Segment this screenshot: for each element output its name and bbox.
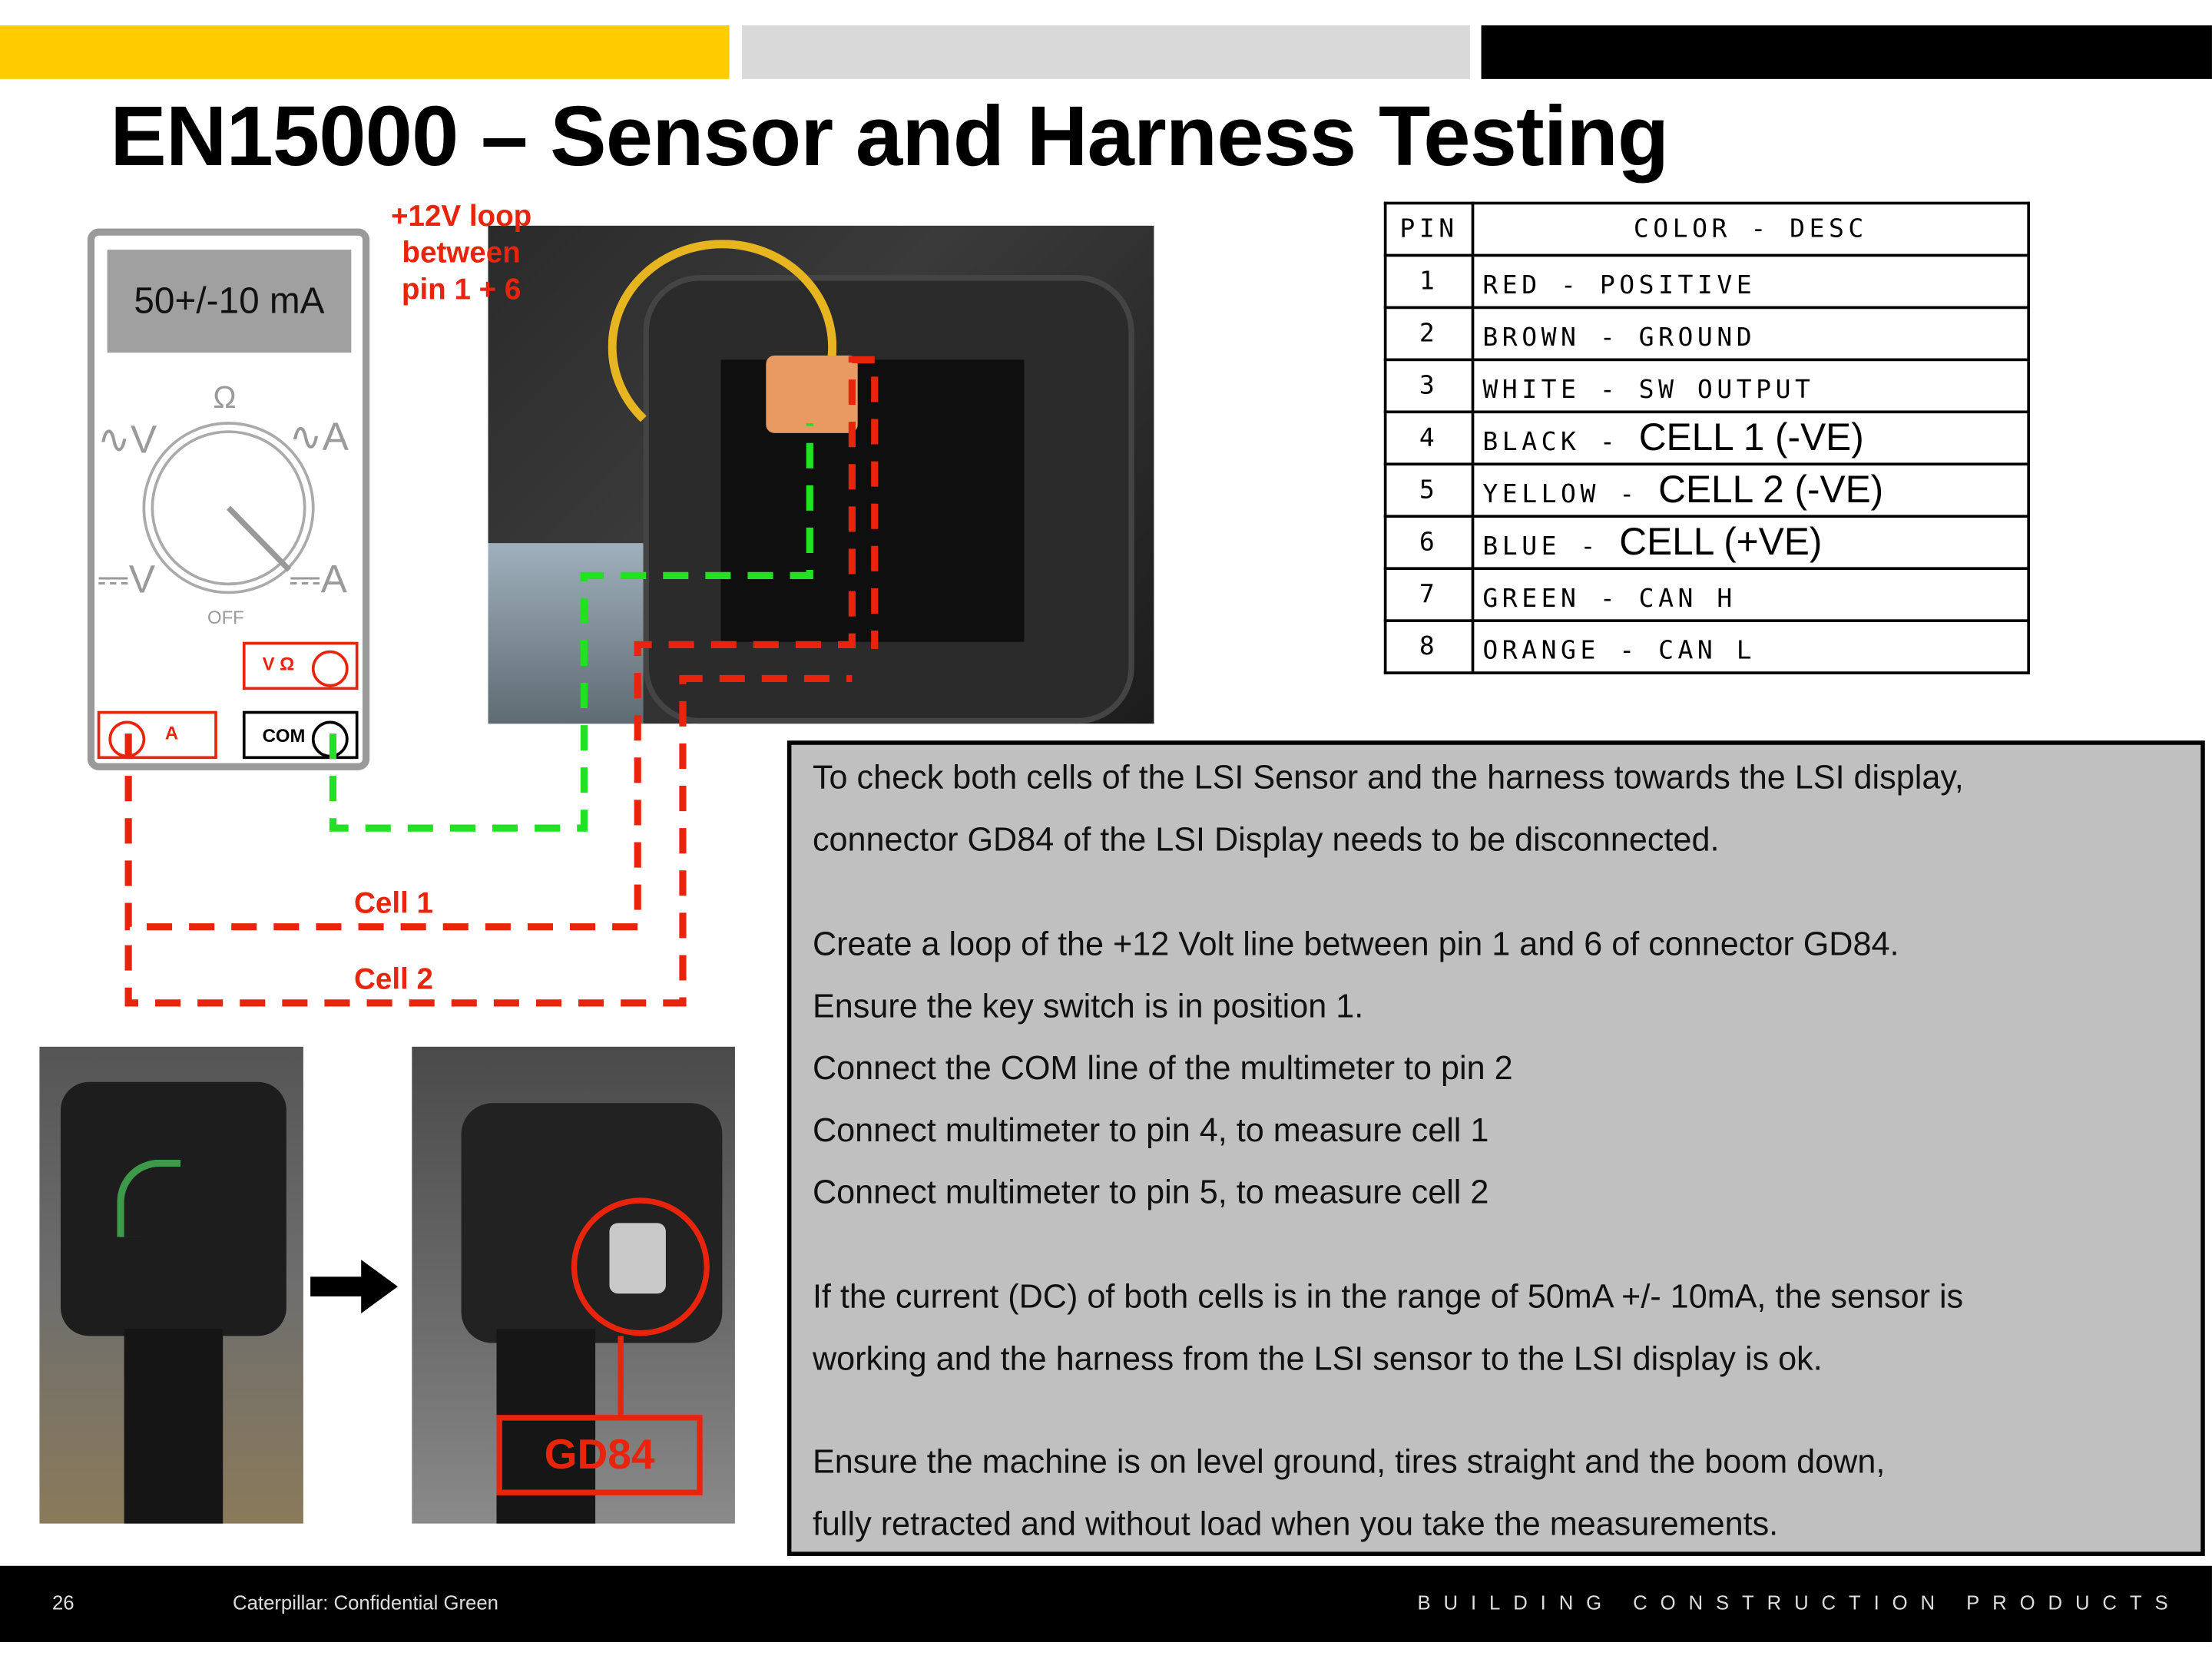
gd84-label-box: GD84 [496, 1415, 703, 1495]
disconnected-connector-photo: GD84 [412, 1046, 735, 1524]
slide-title: EN15000 – Sensor and Harness Testing [110, 88, 1669, 184]
pin-description: RED - POSITIVE [1471, 253, 2031, 310]
pin-description: ORANGE - CAN L [1471, 619, 2031, 674]
loop-note: +12V loop between pin 1 + 6 [390, 200, 532, 306]
port-v-ohm: V Ω [242, 641, 359, 690]
pin-number: 8 [1383, 619, 1475, 674]
pin-function: CELL 1 (-VE) [1638, 416, 1864, 459]
instruction-line: fully retracted and without load when yo… [812, 1505, 1779, 1542]
pin-color: BLUE - [1482, 531, 1620, 562]
instruction-line: Create a loop of the +12 Volt line betwe… [812, 925, 1899, 962]
footer: 26 Caterpillar: Confidential Green BUILD… [0, 1565, 2212, 1642]
multimeter: 50+/-10 mA Ω ∿V ∿A ⎓V ⎓A OFF V Ω A COM [87, 228, 370, 770]
pin-color: RED - POSITIVE [1482, 270, 1757, 301]
ohm-label: Ω [213, 379, 237, 415]
pin-number: 1 [1383, 253, 1475, 310]
pin-color: WHITE - SW OUTPUT [1482, 375, 1815, 406]
header-bar-black [1481, 25, 2212, 79]
dc-amp-label: ⎓A [289, 557, 347, 601]
pin-color: BROWN - GROUND [1482, 323, 1757, 353]
instruction-line: Connect multimeter to pin 4, to measure … [812, 1111, 1489, 1149]
cell1-wire [124, 356, 879, 931]
pin-function: CELL (+VE) [1619, 520, 1823, 563]
classification: Caterpillar: Confidential Green [233, 1591, 498, 1614]
multimeter-display: 50+/-10 mA [107, 250, 352, 353]
header-bar-yellow [0, 25, 730, 79]
header-pin: PIN [1383, 201, 1475, 257]
dial-icon [142, 422, 315, 594]
instruction-line: If the current (DC) of both cells is in … [812, 1278, 1964, 1315]
pin-color: BLACK - [1482, 427, 1639, 458]
pin-color: GREEN - CAN H [1482, 584, 1737, 614]
pin-description: YELLOW - CELL 2 (-VE) [1471, 462, 2031, 518]
pin-function: CELL 2 (-VE) [1658, 468, 1884, 511]
table-header-row: PIN COLOR - DESC [1383, 201, 2031, 257]
instruction-line: Connect multimeter to pin 5, to measure … [812, 1174, 1489, 1210]
pin-description: BLUE - CELL (+VE) [1471, 515, 2031, 571]
header-bar-grey [742, 25, 1470, 79]
instruction-line: Ensure the key switch is in position 1. [812, 987, 1364, 1025]
pin-description: GREEN - CAN H [1471, 567, 2031, 622]
cell2-label: Cell 2 [354, 963, 433, 996]
pin-color: ORANGE - CAN L [1482, 636, 1757, 666]
off-label: OFF [207, 606, 244, 628]
port-com: COM [242, 710, 359, 760]
pin-description: BROWN - GROUND [1471, 306, 2031, 362]
ac-amp-label: ∿A [289, 414, 349, 459]
display-photo [39, 1046, 303, 1524]
pin-number: 5 [1383, 462, 1475, 518]
instruction-line: working and the harness from the LSI sen… [812, 1339, 1823, 1377]
cell1-label: Cell 1 [354, 887, 433, 920]
page-number: 26 [51, 1591, 75, 1614]
instruction-line: Connect the COM line of the multimeter t… [812, 1049, 1513, 1087]
pin-number: 3 [1383, 358, 1475, 414]
pin-number: 2 [1383, 306, 1475, 362]
pin-number: 4 [1383, 410, 1475, 466]
instructions-box: To check both cells of the LSI Sensor an… [786, 740, 2205, 1556]
pin-number: 6 [1383, 515, 1475, 571]
com-wire [329, 423, 813, 832]
pin-number: 7 [1383, 567, 1475, 622]
pin-description: BLACK - CELL 1 (-VE) [1471, 410, 2031, 466]
pin-color: YELLOW - [1482, 479, 1659, 510]
header-color-desc: COLOR - DESC [1471, 201, 2031, 257]
instruction-line: Ensure the machine is on level ground, t… [812, 1442, 1886, 1480]
pin-description: WHITE - SW OUTPUT [1471, 358, 2031, 414]
connector-photo [488, 225, 1154, 724]
cell2-wire [124, 674, 853, 1007]
dc-volt-label: ⎓V [97, 557, 156, 601]
instruction-line: To check both cells of the LSI Sensor an… [812, 759, 1964, 796]
arrow-right-icon [310, 1260, 398, 1313]
division-name: BUILDING CONSTRUCTION PRODUCTS [1417, 1591, 2181, 1614]
instruction-line: connector GD84 of the LSI Display needs … [812, 820, 1720, 858]
ac-volt-label: ∿V [97, 417, 157, 462]
